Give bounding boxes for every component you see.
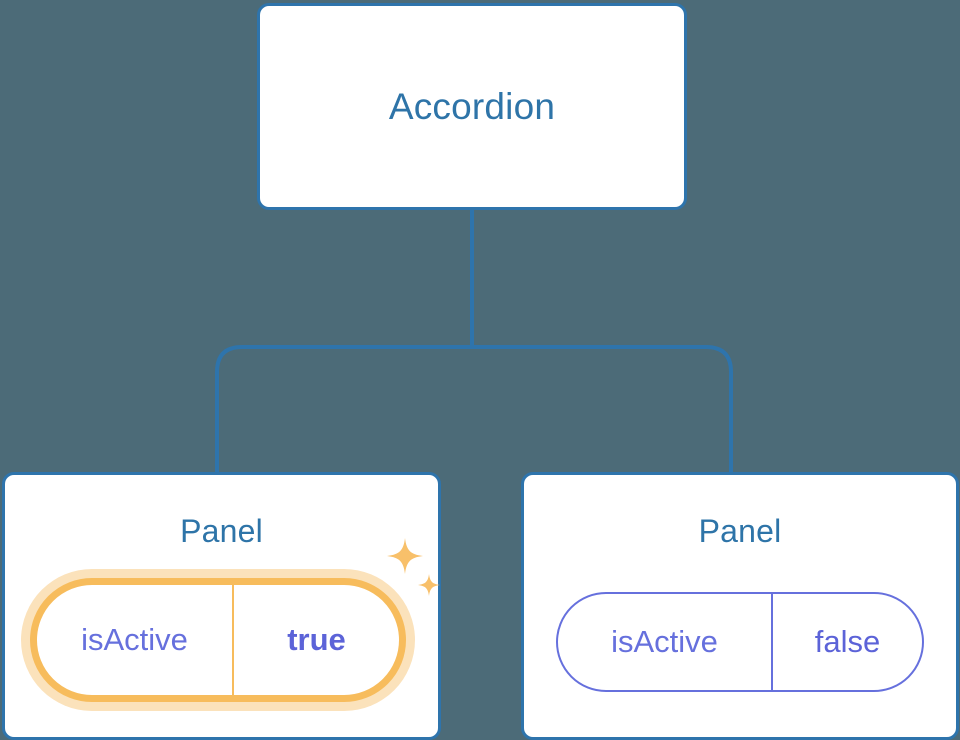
prop-pill-inactive-key: isActive — [558, 594, 773, 690]
prop-pill-active-wrapper: isActive true — [30, 578, 406, 702]
prop-pill-inactive[interactable]: isActive false — [556, 592, 924, 692]
prop-pill-active[interactable]: isActive true — [30, 578, 406, 702]
node-accordion-label: Accordion — [388, 86, 556, 127]
edge-branch-right — [472, 345, 733, 474]
prop-pill-inactive-value: false — [814, 624, 881, 659]
prop-pill-active-value: true — [287, 622, 346, 657]
prop-pill-inactive-wrapper: isActive false — [556, 592, 924, 692]
prop-pill-active-key: isActive — [37, 585, 234, 695]
node-accordion[interactable]: Accordion — [257, 3, 687, 210]
node-panel-inactive-label: Panel — [698, 513, 782, 549]
edge-branch-left — [215, 345, 472, 474]
node-panel-active-label: Panel — [180, 513, 263, 549]
